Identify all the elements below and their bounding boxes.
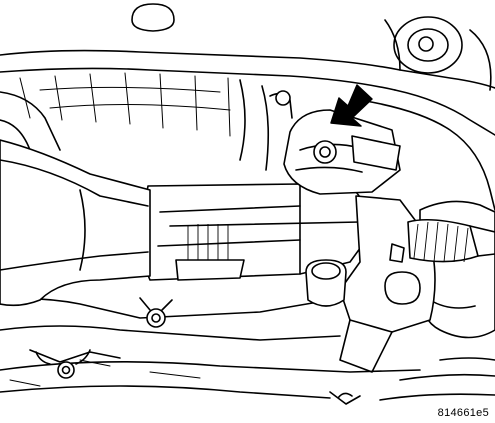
mounting-bolt [313, 140, 337, 164]
bottom-bracket-detail [329, 391, 361, 405]
frame-bolt [35, 349, 91, 379]
access-hole [131, 3, 175, 32]
tie-rod-boot [407, 218, 495, 263]
steering-gear-housing [140, 183, 369, 281]
rail-bolt [139, 297, 173, 328]
lower-bolt [305, 259, 347, 307]
upper-body-panel [0, 49, 495, 171]
strut-mount [384, 16, 492, 91]
arrow-down-left-icon [330, 84, 373, 127]
figure-id-label: 814661e5 [437, 407, 489, 419]
input-shaft-tube [0, 139, 151, 307]
upper-mount-isolator [269, 90, 401, 195]
